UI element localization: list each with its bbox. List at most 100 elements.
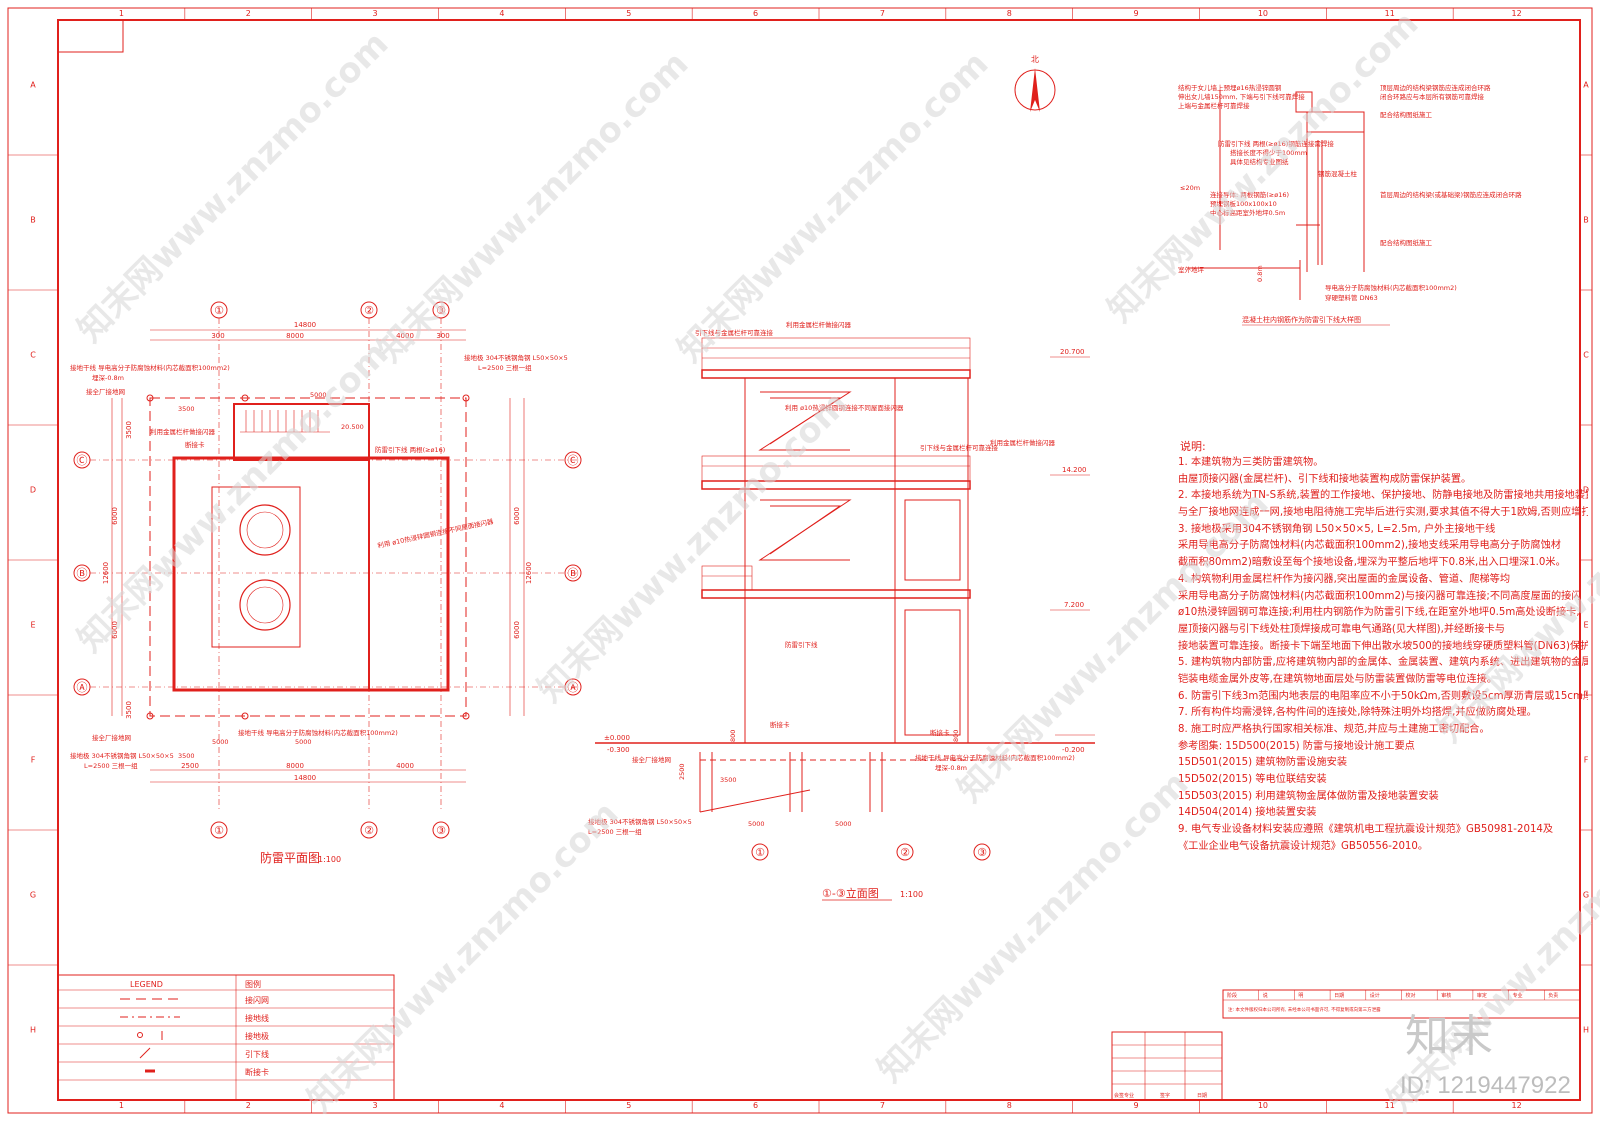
dim-bottom-total: 14800 <box>294 774 316 782</box>
frame-row-label: B <box>30 216 36 225</box>
note-line: 参考图集: 15D500(2015) 防雷与接地设计施工要点 <box>1178 740 1415 752</box>
plan-note-downlead: 防雷引下线 两根(≥ø16) <box>375 445 445 454</box>
plan-note-clamp: 断接卡 <box>185 440 205 449</box>
dim-bottom-2500: 2500 <box>181 762 199 770</box>
note-line: 采用导电高分子防腐蚀材料(内芯截面积100mm2),接地支线采用导电高分子防腐蚀… <box>1178 540 1561 552</box>
elev-dim-2500: 2500 <box>678 763 686 780</box>
elev-label-connect2: 引下线与金属栏杆可靠连接 <box>920 443 999 452</box>
sign-col-0: 会签专业 <box>1114 1092 1134 1099</box>
corner-box <box>57 19 124 53</box>
elev-label-railing2: 利用金属栏杆做接闪器 <box>990 438 1056 447</box>
frame-col-label: 11 <box>1385 1101 1395 1110</box>
dim-left-6000a: 6000 <box>111 507 119 525</box>
elev-dim-5000b: 5000 <box>835 820 852 828</box>
level-m0300: -0.300 <box>607 746 630 754</box>
note-line: 15D503(2015) 利用建筑物金属体做防雷及接地装置安装 <box>1178 790 1439 802</box>
design-notes: 1. 本建筑物为三类防雷建筑物。 由屋顶接闪器(金属栏杆)、引下线和接地装置构成… <box>1178 455 1588 856</box>
frame-col-label: 5 <box>626 1101 631 1110</box>
detail-label-0: 结构于女儿墙上预埋ø16热浸锌圆钢 <box>1178 83 1282 92</box>
note-line: 屋顶接闪器与引下线处柱顶焊接成可靠电气通路(见大样图),并经断接卡与 <box>1178 623 1505 635</box>
downlead-detail: 结构于女儿墙上预埋ø16热浸锌圆钢 伸出女儿墙150mm, 下端与引下线可靠焊接… <box>1178 83 1522 326</box>
title-block-cell: 审定 <box>1477 992 1487 999</box>
detail-title: 混凝土柱内钢筋作为防雷引下线大样图 <box>1242 315 1361 324</box>
elev-axis-1: ① <box>755 846 765 859</box>
detail-label-8: 具体见结构专业图纸 <box>1230 157 1289 166</box>
frame-row-label: F <box>31 756 36 765</box>
title-block-cell: 日期 <box>1334 993 1344 999</box>
frame-row-label: D <box>1583 486 1589 495</box>
axis-B-right: Ⓑ <box>568 567 579 580</box>
watermark-id: ID: 1219447922 <box>1400 1072 1571 1099</box>
plan-dim-3500b: 3500 <box>178 752 195 760</box>
note-line: 9. 电气专业设备材料安装应遵照《建筑机电工程抗震设计规范》GB50981-20… <box>1178 824 1554 836</box>
plan-note-railing: 利用金属栏杆做接闪器 <box>150 427 216 436</box>
level-m0200: -0.200 <box>1062 746 1085 754</box>
detail-label-13: 中心标高距室外地坪0.5m <box>1210 208 1285 217</box>
elev-scale: 1:100 <box>900 890 923 899</box>
level-14200: 14.200 <box>1062 466 1087 474</box>
plan-note-rod-length-bottom: L=2500 三根一组 <box>84 761 138 770</box>
axis-2-top: ② <box>364 304 374 317</box>
lightning-protection-plan: ① ② ③ ① ② ③ Ⓒ Ⓑ Ⓐ Ⓒ Ⓑ Ⓐ <box>70 301 582 865</box>
title-block: 阶段说明日期设计校对审核审定专业负责 注: 本文件版权归本公司所有, 未经本公司… <box>1111 989 1581 1101</box>
frame-row-label: G <box>30 891 36 900</box>
plan-note-grid: 接全厂接地网 <box>86 387 125 396</box>
detail-label-2: 上端与金属栏杆可靠焊接 <box>1178 101 1250 110</box>
plan-dim-5000a: 5000 <box>310 391 327 399</box>
dim-right-12600: 12600 <box>525 562 533 584</box>
elev-title: ①-③立面图 <box>822 886 879 900</box>
note-line: 5. 建构筑物内部防雷,应将建筑物内部的金属体、金属装置、建筑内系统、进出建筑物… <box>1178 657 1588 669</box>
ground-loop <box>149 397 467 717</box>
level-7200: 7.200 <box>1064 601 1084 609</box>
frame-row-label: F <box>1584 756 1589 765</box>
note-line: 铠装电缆金属外皮等,在建筑物地面层处与防雷装置做防雷等电位连接。 <box>1178 673 1498 685</box>
elev-label-rod: 利用 ø10热浸锌圆钢连接不同屋面接闪器 <box>785 403 904 412</box>
detail-label-17: 导电高分子防腐蚀材料(内芯截面积100mm2) <box>1325 283 1457 292</box>
title-block-cell: 说 <box>1263 992 1268 999</box>
note-line: 4. 构筑物利用金属栏杆作为接闪器,突出屋面的金属设备、管道、爬梯等均 <box>1178 573 1511 585</box>
legend: LEGEND 图例 接闪网 接地线 接地极 引下线 断接卡 <box>57 974 395 1101</box>
dim-bottom-4000: 4000 <box>396 762 414 770</box>
detail-label-5b: 配合结构图纸施工 <box>1380 238 1433 247</box>
note-line: 8. 施工时应严格执行国家相关标准、规范,并应与土建施工密切配合。 <box>1178 724 1490 735</box>
detail-label-1: 伸出女儿墙150mm, 下端与引下线可靠焊接 <box>1178 92 1305 101</box>
sign-col-1: 签字 <box>1160 1092 1170 1099</box>
north-label: 北 <box>1031 55 1039 64</box>
dim-top-300b: 300 <box>436 332 449 340</box>
frame-row-label: E <box>30 621 35 630</box>
detail-label-11: 连接导体: 两根钢筋(≥ø16) <box>1210 190 1289 199</box>
note-line: ø10热浸锌圆钢可靠连接;利用柱内钢筋作为防雷引下线,在距室外地坪0.5m高处设… <box>1178 607 1580 619</box>
axis-C-right: Ⓒ <box>568 454 579 467</box>
frame-col-label: 6 <box>753 1101 758 1110</box>
note-line: 1. 本建筑物为三类防雷建筑物。 <box>1178 457 1324 468</box>
axis-1-top: ① <box>214 304 224 317</box>
title-block-cell: 设计 <box>1370 992 1380 999</box>
plan-note-rod-bottom: 接地极 304不锈钢角钢 L50×50×5 <box>70 751 174 760</box>
frame-col-label: 4 <box>499 1101 504 1110</box>
dim-right-6000a: 6000 <box>513 507 521 525</box>
legend-header-right: 图例 <box>245 979 261 989</box>
elev-label-downlead: 防雷引下线 <box>785 640 818 649</box>
frame-col-label: 3 <box>373 9 378 18</box>
dim-left-12600: 12600 <box>102 562 110 584</box>
detail-label-10: ≤20m <box>1180 184 1200 192</box>
elev-label-grid: 接全厂接地网 <box>632 755 671 764</box>
note-line: 截面积80mm2)暗敷设至每个接地设备,埋深为平整后地坪下0.8米,出入口埋深1… <box>1178 557 1566 569</box>
detail-label-6: 防雷引下线 两根(≥ø16)钢筋连接需焊接 <box>1218 139 1334 148</box>
detail-label-18: 穿硬塑料管 DN63 <box>1325 293 1378 302</box>
note-line: 15D502(2015) 等电位联结安装 <box>1178 774 1327 786</box>
elev-label-rod-spec: 接地极 304不锈钢角钢 L50×50×5 <box>588 817 692 826</box>
note-line: 14D504(2014) 接地装置安装 <box>1178 807 1317 819</box>
elev-dim-3500: 3500 <box>720 776 737 784</box>
watermark-logo: 知末 <box>1405 1011 1493 1062</box>
elev-dim-800a: 800 <box>729 730 737 742</box>
legend-item-3: 引下线 <box>245 1049 269 1059</box>
plan-dim-3500a: 3500 <box>178 405 195 413</box>
elev-label-clamp2: 断接卡 <box>930 728 950 737</box>
plan-scale: 1:100 <box>318 855 341 864</box>
plan-note-trunk: 接地干线 导电高分子防腐蚀材料(内芯截面积100mm2) <box>70 363 230 372</box>
detail-label-16: 0.8m <box>1256 265 1264 282</box>
detail-label-9: 钢筋混凝土柱 <box>1318 169 1358 178</box>
